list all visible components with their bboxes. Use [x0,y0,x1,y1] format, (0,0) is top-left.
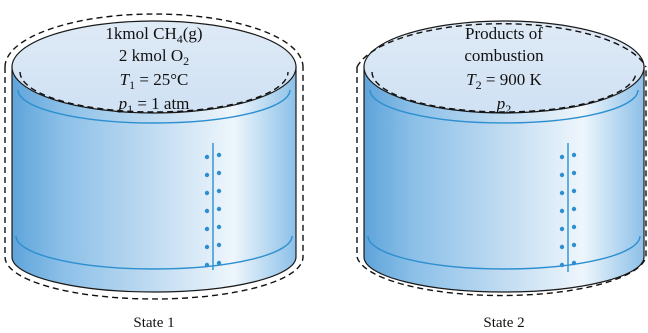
tank-1-rivets [204,152,222,268]
state1-species-o2: 2 kmol O2 [118,46,190,68]
state2-temperature: T2 = 900 K [466,70,542,92]
tank-1-boundary-inner [19,71,289,113]
tank-2-top [363,20,645,114]
state1-species-ch4: 1kmol CH4(g) [105,24,203,46]
state2-combustion-line: combustion [464,46,544,65]
tank-2-upper-seam [369,89,639,124]
tank-1-boundary-top [4,13,304,68]
state1-caption: State 1 [133,315,175,331]
tank-state-1 [4,13,304,300]
state2-pressure: p2 [496,94,512,116]
state2-products-line: Products of [465,24,543,43]
tank-2-boundary-top [356,23,647,68]
tank-2-rivets [559,152,577,268]
tank-1-body [11,66,297,293]
state1-temperature: T1 = 25°C [119,70,189,92]
state1-pressure: p1 = 1 atm [118,94,190,116]
tank-1-boundary-outer [4,67,304,300]
tank-state-2 [356,20,647,297]
tank-1-lower-seam [15,235,293,270]
tank-2-boundary-inner [371,71,637,113]
tank-1-top [11,20,297,114]
state2-caption: State 2 [483,315,525,331]
tank-2-boundary-outer [356,67,647,297]
tank-1-upper-seam [17,89,291,124]
tank-2-lower-seam [367,235,641,270]
